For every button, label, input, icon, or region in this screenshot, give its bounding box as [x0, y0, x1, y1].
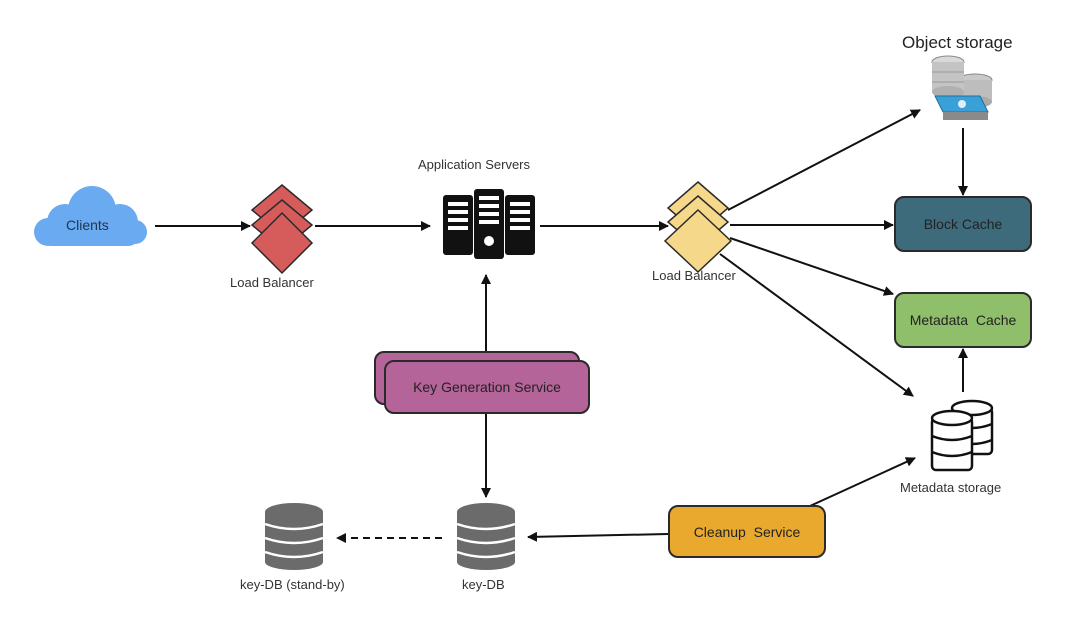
clients-cloud-icon[interactable] [34, 186, 147, 246]
metadata-cache-label: Metadata Cache [909, 312, 1017, 328]
block-cache-box[interactable]: Block Cache [894, 196, 1032, 252]
object-storage-label: Object storage [902, 33, 1013, 52]
application-servers-label: Application Servers [418, 157, 530, 172]
edge-lb2-to-object-storage [727, 109, 921, 211]
load-balancer-2-label: Load Balancer [652, 268, 736, 283]
edge-cleanup-to-metadata-storage [809, 457, 916, 507]
metadata-cache-box[interactable]: Metadata Cache [894, 292, 1032, 348]
key-generation-service-label: Key Generation Service [413, 379, 561, 395]
load-balancer-2-icon[interactable] [663, 181, 733, 274]
key-db-standby-label: key-DB (stand-by) [240, 577, 345, 592]
load-balancer-1-icon[interactable] [250, 184, 314, 275]
key-db-label: key-DB [462, 577, 505, 592]
edge-cleanup-to-key-db [527, 531, 669, 542]
block-cache-label: Block Cache [923, 216, 1003, 232]
cleanup-service-label: Cleanup Service [693, 523, 801, 540]
cleanup-service-box[interactable]: Cleanup Service [668, 505, 826, 558]
object-storage-icon[interactable] [931, 55, 993, 120]
edge-lb2-to-metadata-cache [729, 237, 894, 296]
key-db-icon[interactable] [456, 503, 516, 570]
edge-lb2-to-metadata-storage [719, 253, 914, 397]
key-db-standby-icon[interactable] [264, 503, 324, 570]
metadata-storage-label: Metadata storage [900, 480, 1002, 495]
key-generation-service-box[interactable]: Key Generation Service [384, 360, 590, 414]
application-servers-icon[interactable] [443, 189, 535, 259]
metadata-storage-icon[interactable] [930, 399, 994, 472]
clients-label: Clients [66, 217, 109, 233]
load-balancer-1-label: Load Balancer [230, 275, 314, 290]
edges [155, 109, 968, 543]
